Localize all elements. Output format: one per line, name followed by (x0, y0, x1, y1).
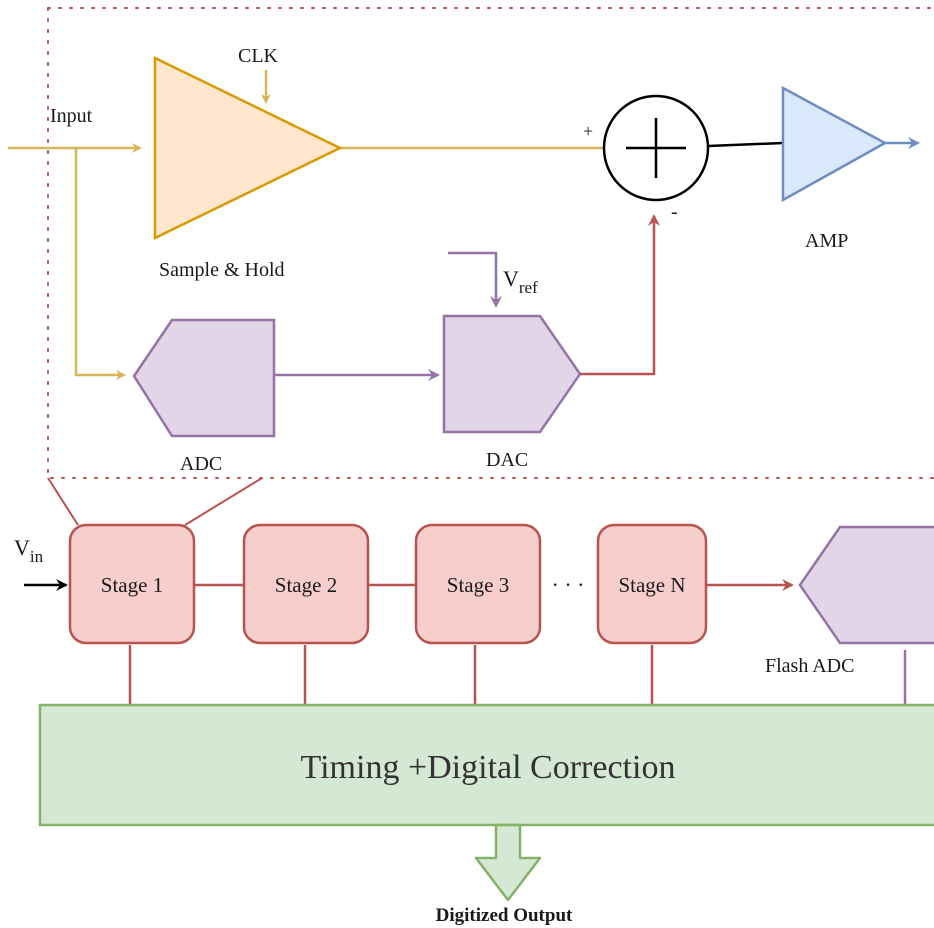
stage-detail-dotted-border (47, 7, 934, 479)
amp-label: AMP (805, 230, 848, 252)
ellipsis-label: · · · (552, 572, 585, 597)
vin-label: Vin (14, 535, 44, 566)
output-block-arrow (474, 823, 542, 902)
sample-hold-triangle (153, 56, 343, 240)
clk-label: CLK (238, 45, 279, 67)
zoom-line-right (184, 477, 263, 526)
zoom-line-left (47, 477, 79, 526)
minus-sign-label: - (671, 201, 678, 223)
dac-label: DAC (486, 449, 528, 471)
stage-n-box (596, 523, 708, 645)
stage-3-label: Stage 3 (447, 573, 509, 597)
sample-hold-label: Sample & Hold (159, 259, 285, 281)
sum-to-amp-line (707, 141, 784, 148)
stage-n-label: Stage N (618, 573, 685, 597)
adc-block (132, 318, 276, 438)
stage-2-label: Stage 2 (275, 573, 337, 597)
vref-line (448, 251, 502, 308)
timing-correction-label: Timing +Digital Correction (301, 749, 676, 786)
adc-label: ADC (180, 453, 222, 475)
vref-label: Vref (503, 266, 538, 297)
stage-1-box (68, 523, 196, 645)
input-to-adc-line (74, 148, 126, 380)
dac-to-sum-line (580, 214, 660, 376)
plus-sign-label: + (583, 121, 593, 141)
stage-3-box (414, 523, 542, 645)
amp-triangle (781, 85, 888, 203)
input-label: Input (50, 105, 93, 127)
flash-adc-label: Flash ADC (765, 655, 854, 677)
dac-block (442, 314, 582, 434)
stage-1-label: Stage 1 (101, 573, 163, 597)
timing-correction-block (38, 703, 934, 827)
flash-adc-block (798, 525, 934, 645)
digitized-output-label: Digitized Output (436, 905, 573, 926)
stage-2-box (242, 523, 370, 645)
